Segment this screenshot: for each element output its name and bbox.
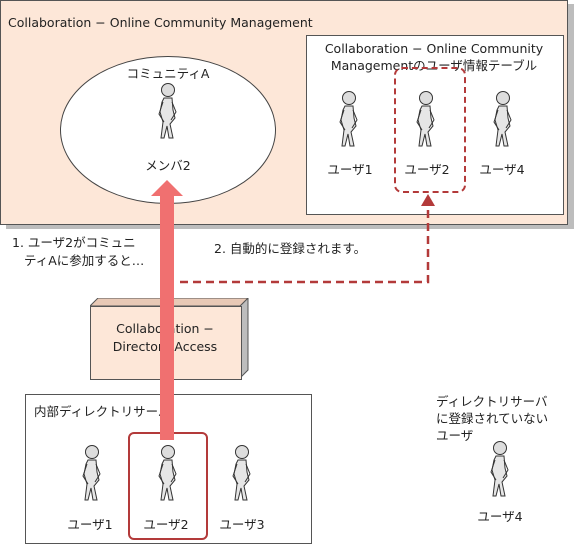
table-user-2-person-icon xyxy=(416,91,435,147)
step-2-text: 2. 自動的に登録されます。 xyxy=(214,241,367,256)
table-user-1-label: ユーザ1 xyxy=(327,162,373,177)
server-user-2-label: ユーザ2 xyxy=(143,517,189,532)
registered-user-dashed-highlight xyxy=(394,67,466,193)
unregistered-user-4-label: ユーザ4 xyxy=(477,509,523,524)
table-title-line1: Collaboration − Online Community xyxy=(324,41,544,56)
unregistered-line3: ユーザ xyxy=(436,428,474,443)
server-user-1-label: ユーザ1 xyxy=(67,517,113,532)
table-user-1-person-icon xyxy=(339,91,358,147)
unregistered-user-4-person-icon xyxy=(490,441,509,497)
member-2-label: メンバ2 xyxy=(145,158,191,173)
unregistered-line2: に登録されていない xyxy=(436,411,549,426)
step-1-line2: ティAに参加すると… xyxy=(24,253,145,268)
step-1-flow-arrow xyxy=(151,180,183,440)
internal-directory-server-title: 内部ディレクトリサーバ xyxy=(34,404,171,419)
unregistered-user-note: ディレクトリサーバ に登録されていない ユーザ xyxy=(436,393,548,444)
community-a-ellipse xyxy=(60,56,276,204)
member-2-person-icon xyxy=(158,83,177,139)
step-1-text: 1. ユーザ2がコミュニ ティAに参加すると… xyxy=(12,234,144,270)
step-2-dashed-arrow xyxy=(180,194,435,284)
table-user-4-person-icon xyxy=(493,91,512,147)
server-user-3-person-icon xyxy=(232,445,251,501)
user-info-table-box xyxy=(306,35,564,215)
step-1-line1: 1. ユーザ2がコミュニ xyxy=(12,235,136,250)
community-a-title: コミュニティA xyxy=(126,66,210,81)
user-info-table-title: Collaboration − Online Community Managem… xyxy=(306,40,562,74)
server-user-2-person-icon xyxy=(158,445,177,501)
table-user-2-label: ユーザ2 xyxy=(404,162,450,177)
unregistered-line1: ディレクトリサーバ xyxy=(436,394,548,409)
outer-box-title: Collaboration − Online Community Managem… xyxy=(8,15,313,30)
server-user-3-label: ユーザ3 xyxy=(219,517,265,532)
server-user-1-person-icon xyxy=(82,445,101,501)
table-title-line2: Managementのユーザ情報テーブル xyxy=(330,58,538,73)
table-user-4-label: ユーザ4 xyxy=(479,162,525,177)
